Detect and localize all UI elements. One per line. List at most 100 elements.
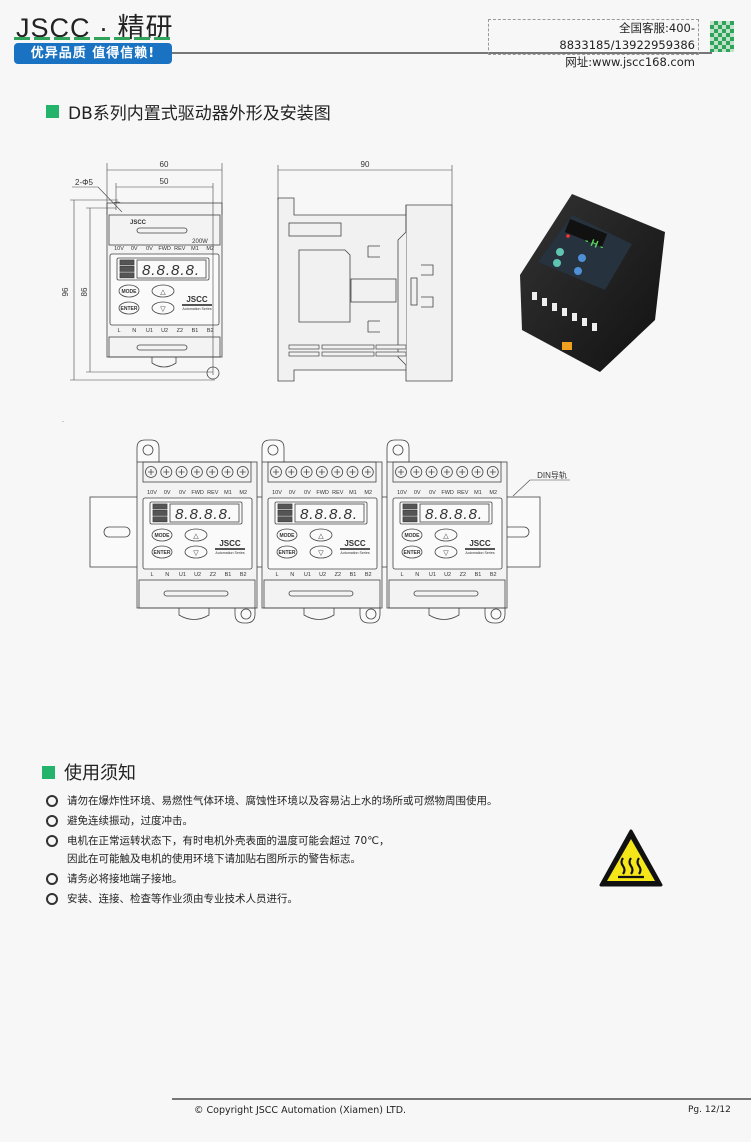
mount-ear <box>136 439 160 462</box>
screw-slot <box>334 469 341 475</box>
website-link[interactable]: 网址:www.jscc168.com <box>565 55 695 69</box>
screw-slot <box>443 469 450 475</box>
up-button-label: △ <box>318 533 324 540</box>
terminal-label: 0V <box>131 246 138 252</box>
note-text: 避免连续振动，过度冲击。 <box>67 815 193 827</box>
terminal-label: N <box>132 328 136 334</box>
status-indicator <box>152 516 168 523</box>
contact-box: 全国客服:400-8833185/13922959386 网址:www.jscc… <box>488 19 699 69</box>
note-text: 电机在正常运转状态下，有时电机外壳表面的温度可能会超过 70℃， <box>67 835 390 847</box>
status-indicator <box>119 272 135 279</box>
display-frame <box>399 501 493 525</box>
terminal-label: 10V <box>397 490 407 496</box>
bottom-cover <box>388 579 506 609</box>
logo-underline <box>14 37 172 40</box>
terminal-label: B2 <box>365 572 372 578</box>
terminal-label: M1 <box>191 246 199 252</box>
display-frame <box>116 257 210 281</box>
terminal-label: U1 <box>146 328 153 334</box>
terminal-label: 10V <box>114 246 124 252</box>
circle-bullet-icon <box>46 815 58 827</box>
terminal-label: M1 <box>474 490 482 496</box>
terminal-block <box>392 461 502 483</box>
green-square-icon <box>42 765 55 779</box>
terminal-label: B2 <box>490 572 497 578</box>
led-display <box>169 503 240 523</box>
terminal-label: U1 <box>429 572 436 578</box>
terminal-screw <box>285 466 298 478</box>
mode-button-label: MODE <box>122 289 138 295</box>
terminal-label: 0V <box>146 246 153 252</box>
down-button <box>184 545 208 559</box>
down-button-label: ▽ <box>318 550 324 557</box>
header-divider <box>172 52 712 54</box>
terminal-screw <box>440 466 453 478</box>
footer-divider <box>172 1098 751 1100</box>
up-button <box>434 528 458 542</box>
stray-mark: . <box>62 418 64 424</box>
terminal-label: 0V <box>304 490 311 496</box>
list-item: 安装、连接、检查等作业须由专业技术人员进行。 <box>46 889 498 909</box>
enter-button <box>276 545 298 559</box>
slogan-banner: 优异品质 值得信赖! <box>14 43 172 64</box>
terminal-label: U2 <box>194 572 201 578</box>
copyright: © Copyright JSCC Automation (Xiamen) LTD… <box>194 1105 407 1116</box>
status-indicator <box>119 265 135 272</box>
led-digits: 8.8.8.8. <box>425 506 483 523</box>
mount-hole <box>240 608 252 620</box>
terminal-screw <box>425 466 438 478</box>
led-display <box>294 503 365 523</box>
screw-slot <box>193 469 200 475</box>
brand-logo: JSCC <box>186 295 208 304</box>
section-title-text: 使用须知 <box>64 763 136 784</box>
terminal-screw <box>270 466 282 478</box>
terminal-label: Z2 <box>210 572 216 578</box>
terminal-label: REV <box>457 490 469 496</box>
brand-logo: JSCC <box>469 539 491 548</box>
up-button-label: △ <box>443 533 449 540</box>
down-button <box>151 301 175 315</box>
terminal-screw <box>190 466 203 478</box>
terminal-screw <box>486 466 499 478</box>
terminal-label: REV <box>174 246 186 252</box>
mode-button <box>401 528 423 542</box>
up-button <box>151 284 175 298</box>
mount-ear <box>261 439 285 462</box>
din-clip <box>428 608 460 620</box>
section-title-dimensions: DB系列内置式驱动器外形及安装图 <box>46 99 331 124</box>
list-item: 请务必将接地端子接地。 <box>46 869 498 889</box>
screw-slot <box>349 469 356 475</box>
power-rating: 200W <box>192 239 208 245</box>
mount-hole <box>392 444 404 456</box>
vent-slot <box>163 590 229 597</box>
series-label: Automation Series <box>465 551 495 555</box>
terminal-label: M2 <box>489 490 497 496</box>
terminal-label: M1 <box>349 490 357 496</box>
terminal-label: M1 <box>224 490 232 496</box>
enter-button-label: ENTER <box>404 550 421 556</box>
list-item: 避免连续振动，过度冲击。 <box>46 811 498 831</box>
terminal-label: L <box>400 572 403 578</box>
terminal-label: 10V <box>147 490 157 496</box>
terminal-label: U2 <box>319 572 326 578</box>
enter-button <box>151 545 173 559</box>
up-button-label: △ <box>193 533 199 540</box>
din-rail-label: DIN导轨 <box>537 470 567 480</box>
din-clip <box>303 608 335 620</box>
mode-button <box>276 528 298 542</box>
mount-ear <box>386 439 410 462</box>
screw-slot <box>318 469 325 475</box>
terminal-label: 10V <box>272 490 282 496</box>
terminal-label: L <box>275 572 278 578</box>
terminal-block <box>267 461 377 483</box>
terminal-screw <box>300 466 313 478</box>
terminal-screw <box>410 466 423 478</box>
hotline: 全国客服:400-8833185/13922959386 <box>559 21 695 52</box>
screw-slot <box>303 469 310 475</box>
status-indicator <box>152 503 168 510</box>
list-item: 电机在正常运转状态下，有时电机外壳表面的温度可能会超过 70℃， <box>46 831 498 851</box>
